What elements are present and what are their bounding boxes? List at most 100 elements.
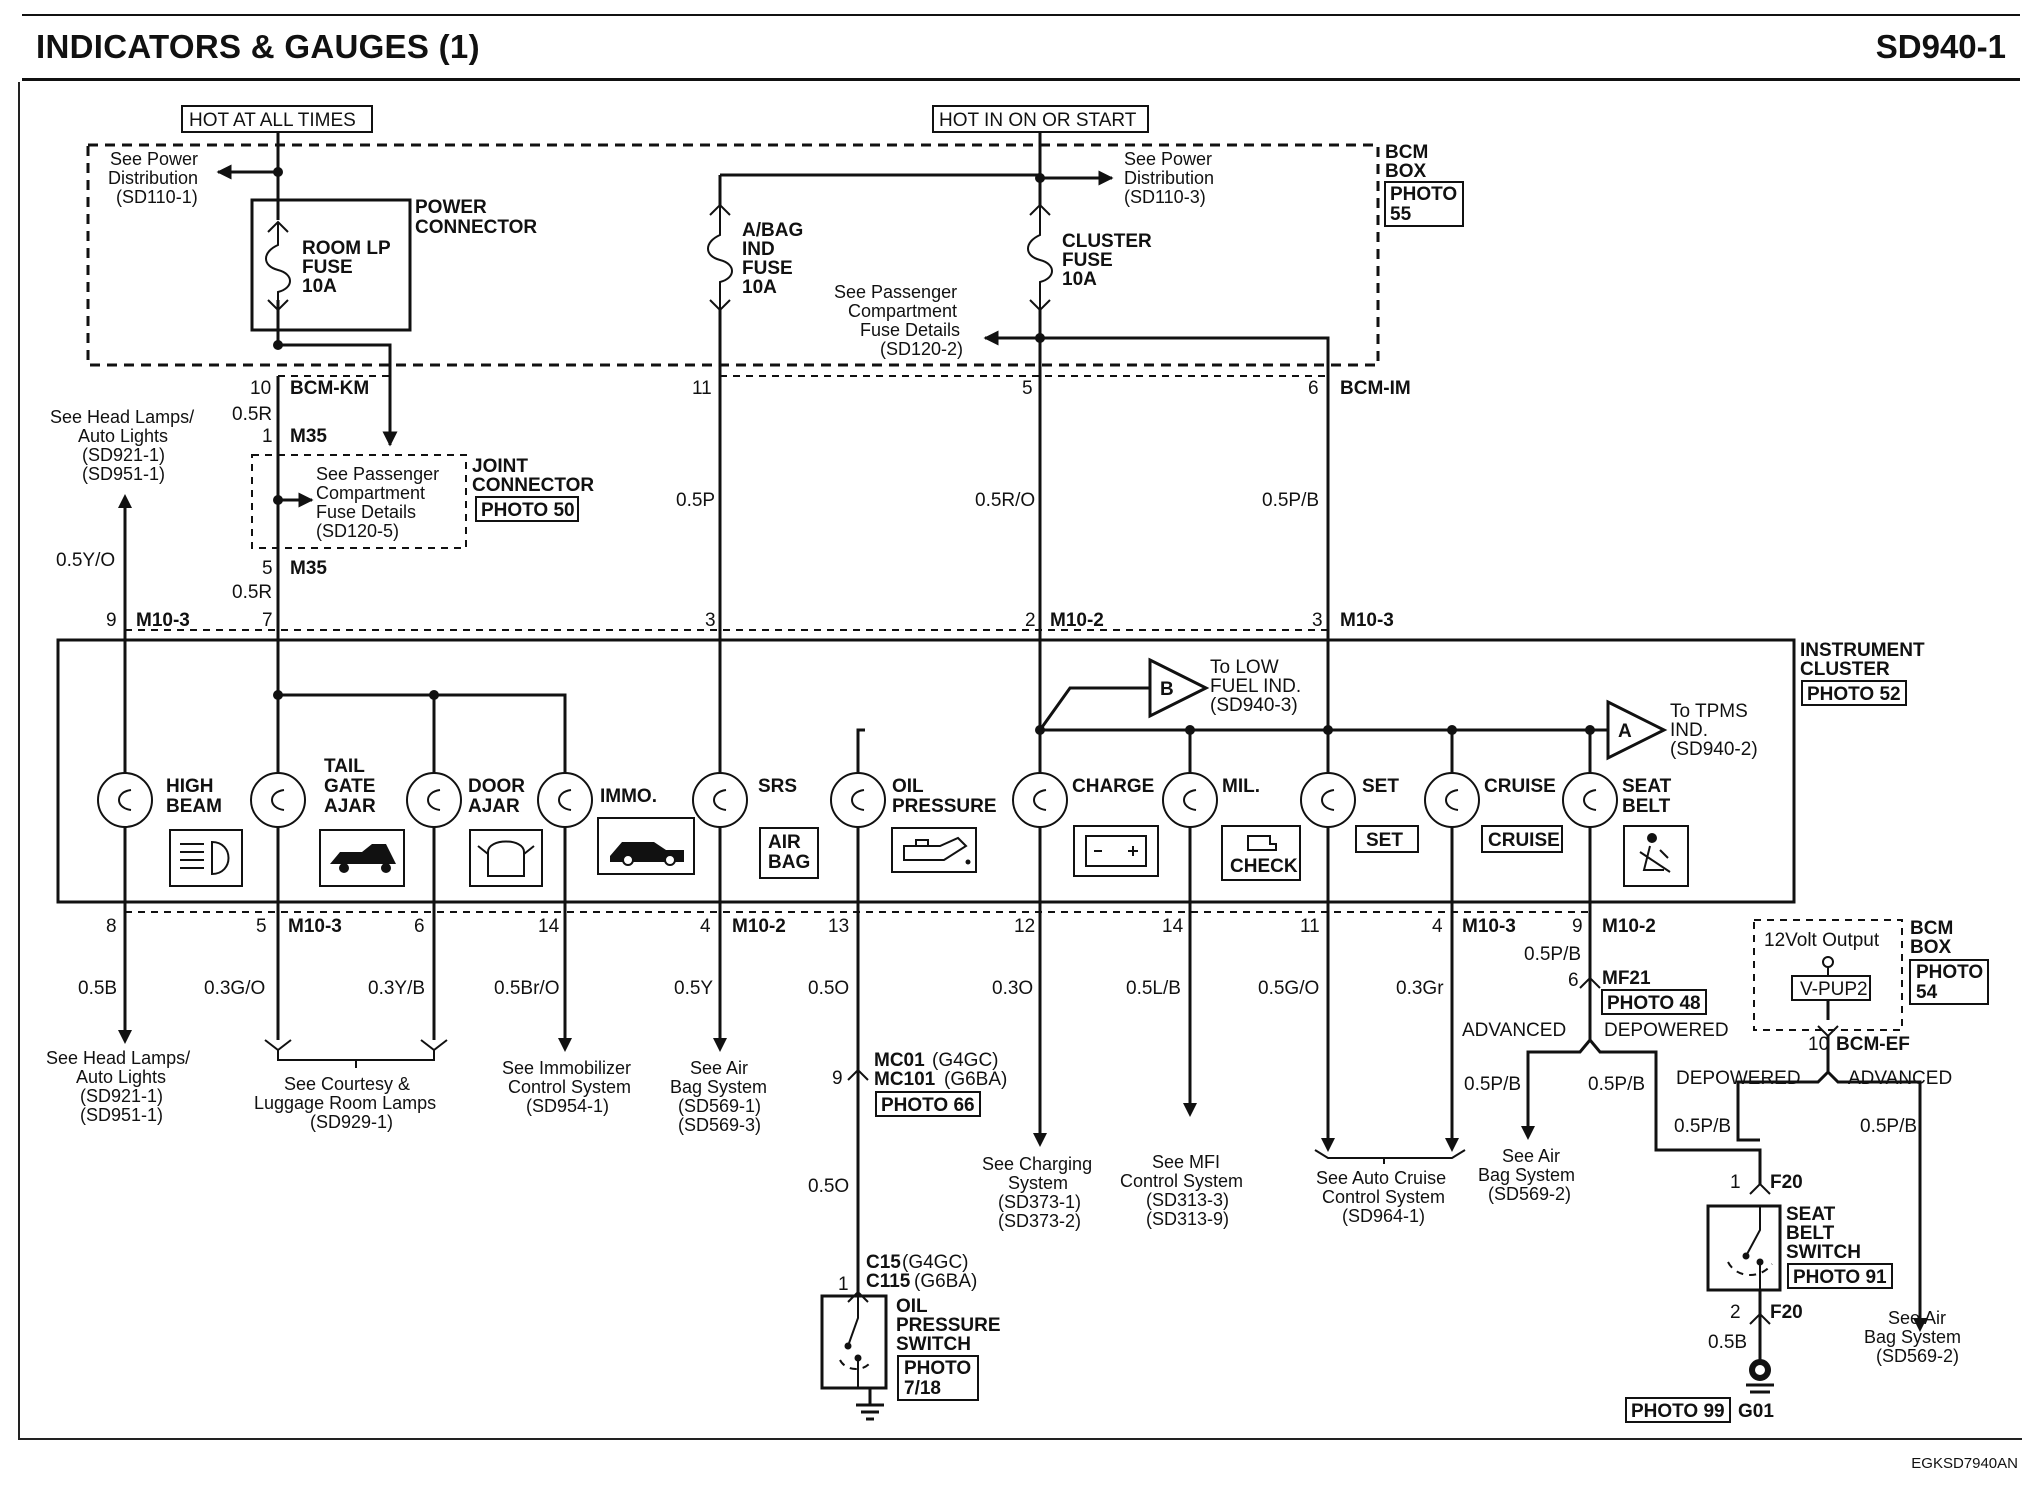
pin-11-bottom: 11 [1300,916,1320,937]
courtesy-bracket [264,1039,448,1068]
m10-3-bottom-2: M10-3 [1462,916,1516,937]
check-engine-icon [1221,825,1301,881]
lamp-label-tailgate-3: AJAR [324,796,376,817]
airbag-ref-l3: (SD569-1) [678,1096,761,1116]
head-lamps-bottom-l4: (SD951-1) [80,1105,163,1125]
wire-0.5r-1: 0.5R [232,404,272,425]
wire-0.5pb-adv: 0.5P/B [1464,1074,1521,1095]
ground-g01-inner [1755,1365,1765,1375]
abag-fuse-l1: A/BAG [742,220,803,241]
wire-bcm-im [1040,336,1330,640]
wire-0.5lb: 0.5L/B [1126,978,1181,999]
see-power-3-l2: Distribution [1124,168,1214,188]
abag-fuse-l3: FUSE [742,258,793,279]
abag-fuse-symbol [707,203,733,312]
bulb-high-beam-icon [97,772,153,828]
hot-in-on-start: HOT IN ON OR START [939,110,1137,131]
set-icon-text: SET [1366,830,1403,851]
cruise-l2: Control System [1322,1187,1445,1207]
lamp-label-mil: MIL. [1222,776,1260,797]
arrow-airbag [713,1038,727,1052]
diagram-title: INDICATORS & GAUGES (1) [36,28,480,65]
seat-switch-dash [1727,1261,1773,1276]
bcm-box-outline [86,143,1380,367]
check-icon-text: CHECK [1230,856,1298,877]
wire-0.5b-ground: 0.5B [1708,1332,1747,1353]
room-lp-fuse-symbol [265,220,291,312]
joint-photo-box [475,496,579,522]
head-lamps-top-l3: (SD921-1) [82,445,165,465]
f20-connector-symbol-2 [1749,1312,1771,1325]
airbag2-l2: Bag System [1478,1165,1575,1185]
lamp-label-tailgate-1: TAIL [324,756,365,777]
bulb-srs-icon [692,772,748,828]
mc01-connector-symbol [847,1068,869,1081]
vpup-label: V-PUP2 [1800,979,1868,1000]
lamp-label-oil-2: PRESSURE [892,796,997,817]
bulb-cruise-icon [1424,772,1480,828]
wire-depowered-join [1736,1102,1760,1142]
bcm-12v-terminal [1822,956,1834,968]
mc101-note: (G6BA) [944,1069,1007,1090]
flag-b-label: B [1160,679,1174,700]
oil-can-icon [891,827,977,873]
pin-12-bottom: 12 [1014,916,1035,937]
wire-0.5ro: 0.5R/O [975,490,1035,511]
ground-g01-lines [1746,1383,1774,1394]
wire-0.5o: 0.5O [808,978,849,999]
pin-9-bottom: 9 [1572,916,1583,937]
arrow-mfi [1183,1103,1197,1117]
power-connector-box [250,198,412,332]
pass-fuse-2-l4: (SD120-5) [316,521,399,541]
cluster-photo-box [1801,680,1907,706]
bcm-12v-label: 12Volt Output [1764,930,1880,951]
c15-connector-symbol [847,1290,869,1303]
see-power-1-l3: (SD110-1) [116,187,198,207]
airbag-icon-l2: BAG [768,852,810,873]
cluster-photo-label: PHOTO 52 [1807,684,1901,705]
immobilizer-l2: Control System [508,1077,631,1097]
immobilizer-l1: See Immobilizer [502,1058,631,1078]
cluster-label-l2: CLUSTER [1800,659,1890,680]
wire-to-joint-connector [278,343,398,447]
bcm-photo-box [1384,181,1464,227]
f20-label-1: F20 [1770,1172,1803,1193]
cluster-label-l1: INSTRUMENT [1800,640,1925,661]
wire-0.5b: 0.5B [78,978,117,999]
seatbelt-switch-box [1706,1204,1782,1292]
seat-switch-point [1756,1258,1764,1266]
bcm-box-label-1: BCM [1385,142,1428,163]
pin-5-bcm: 5 [1022,378,1033,399]
bcm-ef-box-l2: BOX [1910,937,1952,958]
f20-connector-symbol-1 [1749,1182,1771,1195]
bcm-ef-box-l1: BCM [1910,918,1953,939]
footer-code: EGKSD7940AN [1911,1455,2018,1472]
arrow-airbag3 [1913,1318,1927,1332]
mc01-label: MC01 [874,1050,925,1071]
wire-0.5pb: 0.5P/B [1262,490,1319,511]
bcm-ef-split [1736,1036,1922,1320]
depowered-label-1: DEPOWERED [1604,1020,1729,1041]
bulb-seatbelt-icon [1562,772,1618,828]
photo-48-label: PHOTO 48 [1607,993,1701,1014]
lamp-label-set: SET [1362,776,1399,797]
bottom-wires-group [123,902,1592,1295]
joint-connector-l1: JOINT [472,456,528,477]
to-low-fuel-l3: (SD940-3) [1210,695,1298,716]
bulb-tailgate-icon [250,772,306,828]
courtesy-l3: (SD929-1) [310,1112,393,1132]
g01-label: G01 [1738,1401,1774,1422]
power-connector-l1: POWER [415,197,487,218]
wire-oil-top [856,728,865,780]
pin-4-bottom: 4 [700,916,711,937]
oil-switch-l2: PRESSURE [896,1315,1001,1336]
bulb-immo-icon [537,772,593,828]
bcm-photo-number: 55 [1390,204,1412,225]
pin-3-top: 3 [705,610,716,631]
c15-label: C15 [866,1252,901,1273]
lamp-label-cruise-1: CRUISE [1484,776,1556,797]
see-power-1-l2: Distribution [108,168,198,188]
to-tpms-l3: (SD940-2) [1670,739,1758,760]
cruise-l1: See Auto Cruise [1316,1168,1446,1188]
room-fuse-l3: 10A [302,276,337,297]
